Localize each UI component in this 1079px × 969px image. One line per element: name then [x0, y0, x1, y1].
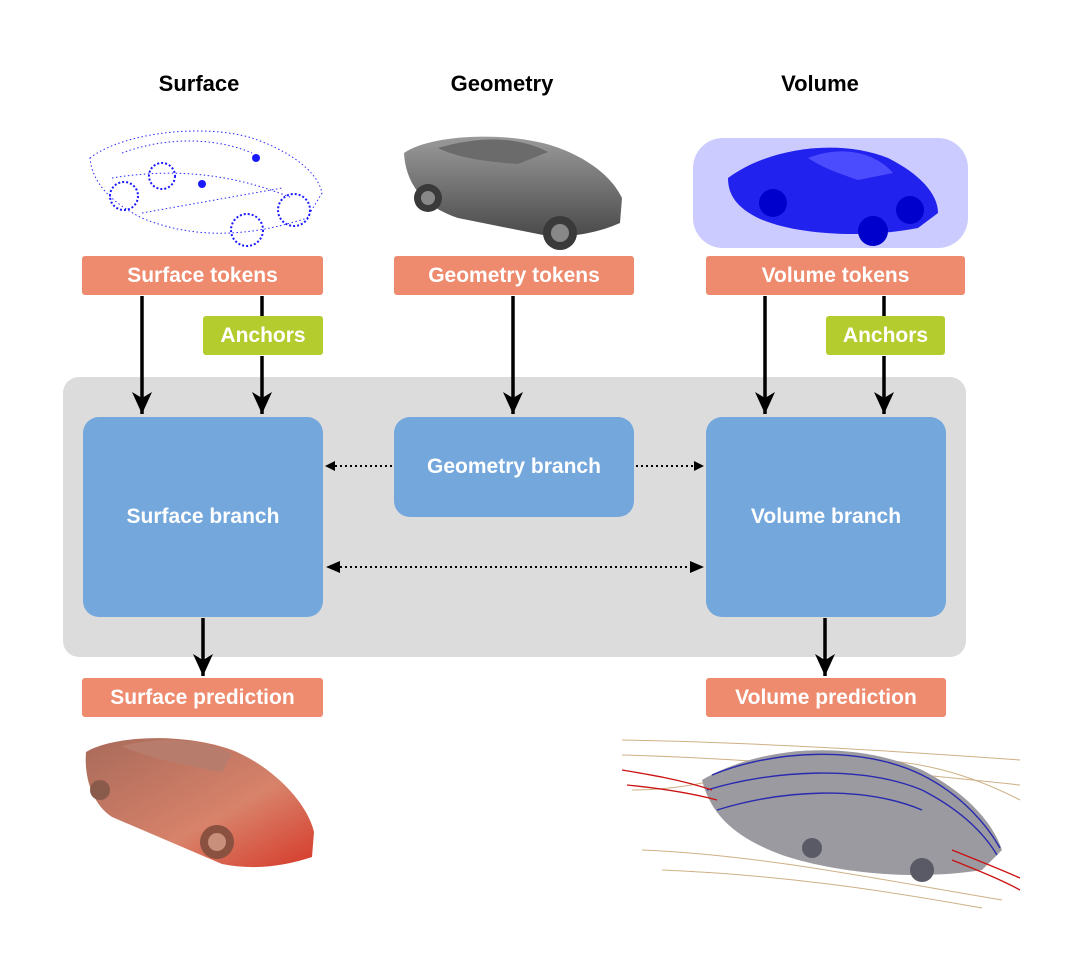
geometry-tokens-box: Geometry tokens: [394, 256, 634, 295]
surface-point-cloud-image: [89, 130, 323, 247]
anchors-left-box: Anchors: [203, 316, 323, 355]
volume-branch-box: Volume branch: [706, 417, 946, 617]
volume-heading: Volume: [781, 71, 859, 96]
geometry-car-mesh-image: [404, 136, 622, 250]
volume-point-cloud-image: [693, 138, 968, 248]
volume-prediction-box: Volume prediction: [706, 678, 946, 717]
surface-heading: Surface: [158, 71, 240, 96]
surface-branch-box: Surface branch: [83, 417, 323, 617]
surface-prediction-car-image: [85, 738, 315, 868]
anchors-right-box: Anchors: [826, 316, 945, 355]
volume-prediction-streamlines-image: [622, 739, 1021, 909]
surface-prediction-box: Surface prediction: [82, 678, 323, 717]
volume-tokens-box: Volume tokens: [706, 256, 965, 295]
geometry-branch-box: Geometry branch: [394, 417, 634, 517]
dotted-arrowhead-right: [690, 561, 704, 573]
geometry-heading: Geometry: [450, 71, 554, 96]
surface-tokens-box: Surface tokens: [82, 256, 323, 295]
dotted-arrowhead-left: [326, 561, 340, 573]
